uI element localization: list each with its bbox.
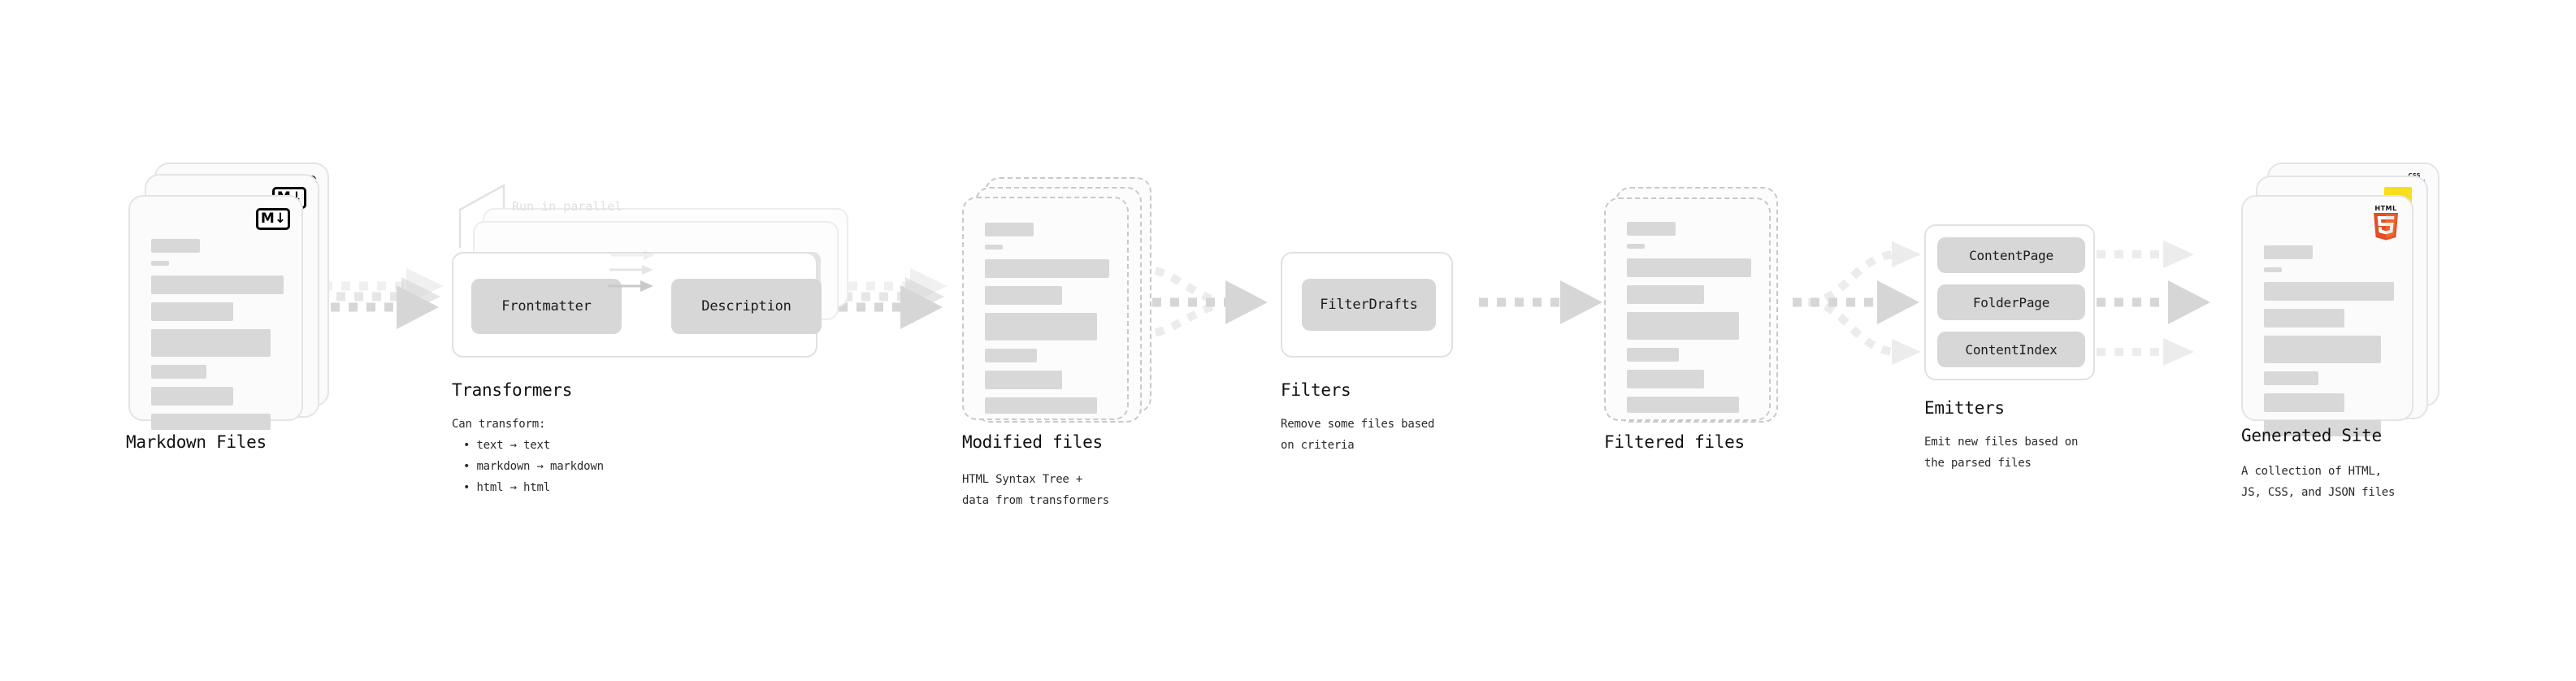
skeleton-bar	[1627, 258, 1751, 277]
skeleton-bar	[2264, 336, 2381, 363]
generated-site-caption: Generated Site	[2241, 426, 2382, 445]
modified-files-desc-line2: data from transformers	[962, 494, 1110, 507]
transformers-caption: Transformers	[452, 380, 573, 400]
emitters-desc-line2: the parsed files	[1924, 457, 2032, 470]
transformer-pill-frontmatter[interactable]: Frontmatter	[471, 279, 622, 334]
skeleton-bar	[1627, 312, 1739, 340]
markdown-skeleton	[151, 239, 284, 438]
skeleton-bar	[151, 329, 271, 357]
modified-card-front	[962, 197, 1129, 420]
filtered-skeleton	[1627, 222, 1751, 421]
skeleton-bar	[985, 286, 1062, 305]
arrow-filters-to-filtered	[1479, 280, 1602, 324]
skeleton-bar	[2264, 282, 2394, 301]
skeleton-bar	[151, 302, 234, 321]
skeleton-bar	[985, 349, 1038, 362]
skeleton-bar	[985, 397, 1097, 414]
emitters-pill-folderpage[interactable]: FolderPage	[1937, 284, 2085, 320]
transformers-bullet-0: • text → text	[463, 439, 550, 452]
emitters-frame: ContentPage FolderPage ContentIndex	[1924, 224, 2095, 380]
skeleton-bar	[1627, 222, 1676, 236]
html5-icon: HTML	[2371, 205, 2400, 241]
skeleton-bar	[1627, 370, 1704, 388]
skeleton-bar	[1627, 244, 1645, 249]
generated-site-desc-line2: JS, CSS, and JSON files	[2241, 486, 2396, 499]
arrow-markdown-to-transformers	[313, 268, 444, 329]
skeleton-bar	[151, 414, 271, 430]
html5-icon-label: HTML	[2374, 205, 2397, 212]
skeleton-bar	[1627, 397, 1739, 413]
skeleton-bar	[1627, 348, 1680, 362]
generated-site-desc-line1: A collection of HTML,	[2241, 465, 2382, 478]
skeleton-bar	[151, 239, 200, 253]
emitters-pill-contentpage[interactable]: ContentPage	[1937, 237, 2085, 273]
skeleton-bar	[1627, 285, 1704, 304]
emitters-caption: Emitters	[1924, 398, 2005, 418]
skeleton-bar	[985, 313, 1097, 340]
filters-frame: FilterDrafts	[1281, 252, 1453, 358]
markdown-card-front: M↓	[128, 195, 303, 430]
filters-caption: Filters	[1281, 380, 1351, 400]
skeleton-bar	[2264, 309, 2345, 327]
filters-desc-line1: Remove some files based	[1281, 418, 1435, 431]
skeleton-bar	[2264, 420, 2381, 436]
skeleton-bar	[151, 387, 234, 406]
filters-desc-line2: on criteria	[1281, 439, 1355, 452]
skeleton-bar	[985, 371, 1062, 389]
markdown-files-caption: Markdown Files	[126, 432, 267, 452]
transformers-intro: Can transform:	[452, 418, 546, 431]
arrow-filtered-to-emitters	[1793, 241, 1921, 365]
transformers-bullet-1: • markdown → markdown	[463, 460, 604, 473]
transformer-pill-description[interactable]: Description	[671, 279, 822, 334]
filtered-card-front	[1604, 197, 1771, 421]
skeleton-bar	[2264, 371, 2319, 385]
markdown-icon-glyph: M↓	[256, 208, 290, 230]
arrow-emitters-to-site	[2097, 241, 2210, 366]
skeleton-bar	[2264, 393, 2345, 412]
run-in-parallel-label: Run in parallel	[512, 199, 622, 214]
skeleton-bar	[2264, 245, 2313, 259]
modified-files-caption: Modified files	[962, 432, 1103, 452]
skeleton-bar	[985, 245, 1003, 249]
emitters-pill-contentindex[interactable]: ContentIndex	[1937, 332, 2085, 367]
transformer-frame-front: Frontmatter Description	[452, 252, 822, 358]
html5-icon-shield	[2374, 213, 2398, 241]
arrow-modified-to-filters	[1134, 264, 1268, 339]
skeleton-bar	[151, 365, 207, 379]
skeleton-bar	[151, 275, 284, 294]
transformers-bullet-2: • html → html	[463, 481, 550, 494]
filters-pill-filterdrafts[interactable]: FilterDrafts	[1302, 279, 1436, 331]
modified-files-desc-line1: HTML Syntax Tree +	[962, 473, 1083, 486]
site-card-front: HTML	[2241, 195, 2413, 436]
emitters-desc-line1: Emit new files based on	[1924, 436, 2079, 449]
skeleton-bar	[985, 259, 1109, 278]
skeleton-bar	[151, 261, 169, 266]
site-skeleton	[2264, 245, 2394, 445]
modified-skeleton	[985, 223, 1109, 422]
filtered-files-caption: Filtered files	[1604, 432, 1745, 452]
skeleton-bar	[2264, 267, 2282, 272]
skeleton-bar	[985, 223, 1034, 236]
markdown-icon: M↓	[256, 208, 290, 230]
